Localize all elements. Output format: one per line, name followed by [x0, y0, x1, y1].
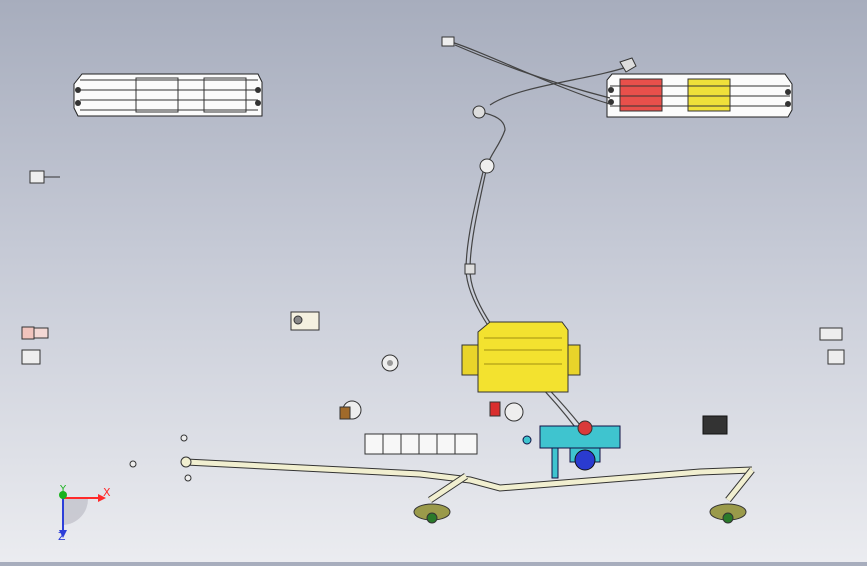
- pressure-gauge-right[interactable]: [489, 401, 524, 422]
- plug-right-mid[interactable]: [819, 327, 843, 341]
- wiper-linkage[interactable]: [180, 456, 755, 503]
- axis-z-label: Z: [58, 530, 66, 543]
- sensor-block[interactable]: [290, 311, 320, 331]
- plug-left-bottom[interactable]: [21, 349, 41, 365]
- axis-x-label: X: [103, 486, 111, 499]
- bolt[interactable]: [381, 354, 399, 372]
- relay[interactable]: [702, 415, 728, 435]
- ecu-box[interactable]: [461, 321, 581, 393]
- plug-right-bottom[interactable]: [827, 349, 845, 365]
- plug-left-mid[interactable]: [21, 326, 49, 340]
- plug-left-top[interactable]: [29, 170, 60, 184]
- right-lamp[interactable]: [606, 73, 793, 118]
- screws: [129, 434, 192, 482]
- wiper-mount-right[interactable]: [709, 503, 747, 524]
- axis-y-label: Y: [60, 484, 67, 495]
- pressure-gauge-left[interactable]: [339, 400, 362, 420]
- wiper-mount-left[interactable]: [413, 503, 451, 524]
- switch-panel[interactable]: [364, 433, 478, 455]
- left-lamp[interactable]: [73, 73, 263, 117]
- valve-assembly[interactable]: [522, 420, 621, 479]
- harness-connectors: [441, 36, 637, 275]
- orientation-triad[interactable]: [50, 480, 120, 550]
